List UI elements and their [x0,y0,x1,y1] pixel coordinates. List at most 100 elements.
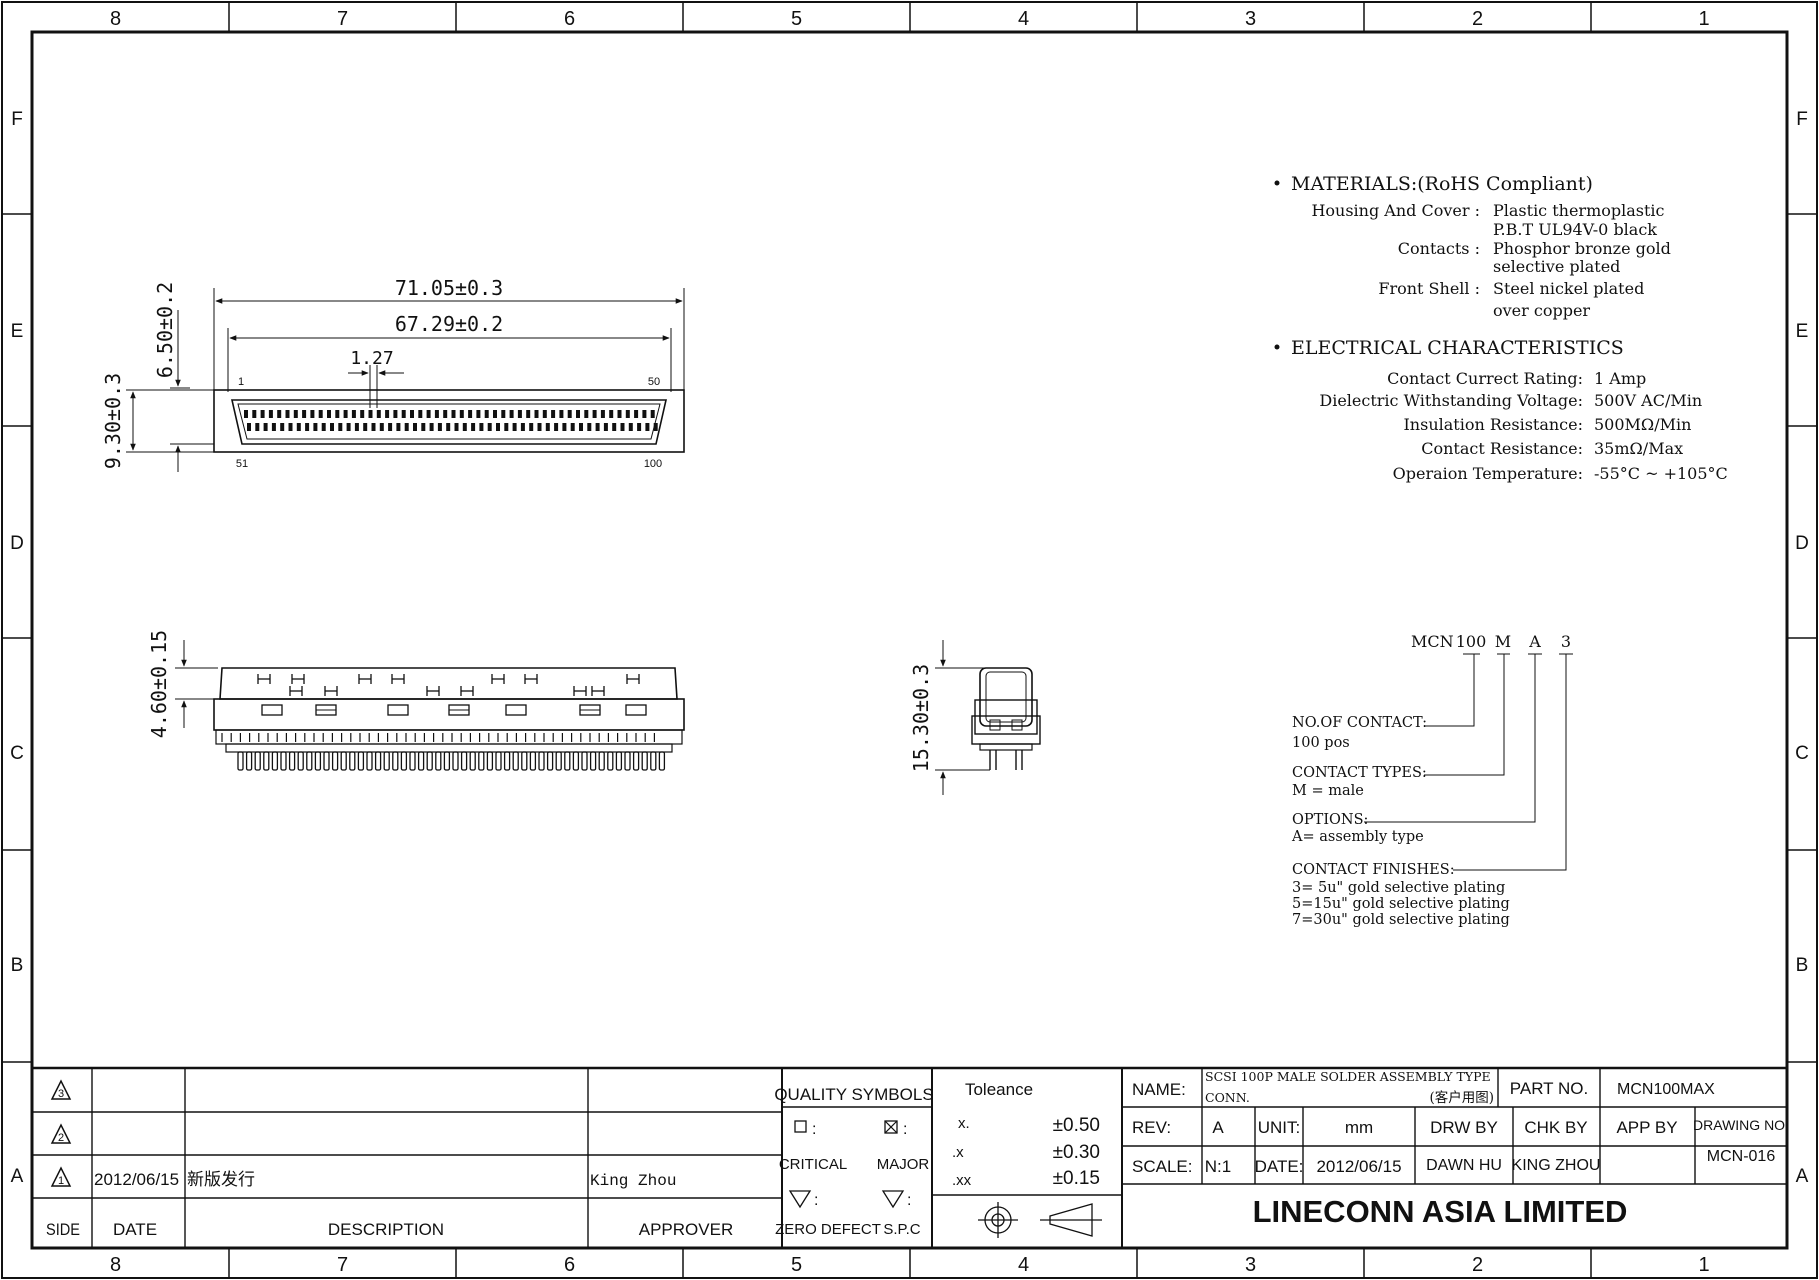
contact-pin [255,423,260,431]
contact-pin [592,410,597,418]
contact-pin [302,410,307,418]
contact-pin [280,423,285,431]
column-label-bottom: 2 [1472,1254,1483,1276]
name-label: NAME: [1132,1080,1186,1099]
part-no-value: MCN100MAX [1617,1081,1715,1098]
scale-value: N:1 [1205,1157,1231,1176]
pin-label-51: 51 [236,458,248,470]
row-label-left: A [11,1166,24,1187]
column-label-bottom: 8 [110,1254,121,1276]
contact-pin [421,423,426,431]
latch-mark [426,686,440,696]
contact-pin [305,423,310,431]
part-code-prefix: MCN [1411,632,1454,651]
svg-text:1: 1 [58,1175,64,1187]
solder-tail [435,751,442,771]
latch-mark [491,674,505,684]
row-label-right: C [1795,743,1809,764]
row-label-right: B [1796,955,1809,976]
unit-label: UNIT: [1258,1118,1301,1137]
contact-pin [271,423,276,431]
contact-pin [330,423,334,431]
shell-slot [261,704,283,716]
contact-pin [628,423,633,431]
elec-value-voltage: 500V AC/Min [1594,391,1702,410]
tol-value-2: ±0.15 [1053,1168,1100,1189]
contact-pin [285,410,290,418]
drawing-no-value: MCN-016 [1707,1148,1776,1165]
contact-pin [642,410,647,418]
electrical-section: ELECTRICAL CHARACTERISTICS Contact Curre… [1274,337,1728,483]
contact-pin [293,410,298,418]
solder-tail [632,751,640,771]
latch-mark [626,674,640,684]
solder-tail [572,751,580,771]
contact-pin [542,410,547,418]
contact-pin [570,423,575,431]
solder-tail [323,751,330,771]
contact-pin [404,423,409,431]
contact-pin [612,423,617,431]
solder-tail [624,751,631,771]
code-group-finish-line-3: 7=30u" gold selective plating [1292,912,1510,928]
contact-pin [637,423,642,431]
critical-label: CRITICAL [779,1156,847,1173]
contact-pin [252,410,257,418]
contact-pin [487,423,492,431]
contact-pin [268,410,273,418]
contact-pin [260,410,265,418]
elec-label-temperature: Operaion Temperature: [1393,464,1583,483]
spc-triangle-icon [881,1190,905,1209]
tol-label-0: x. [958,1115,970,1132]
shell-slot [448,704,470,716]
contact-pin [443,410,448,418]
contact-pin [434,410,439,418]
rev-header-date: DATE [113,1220,157,1239]
row-label-left: C [10,743,24,764]
contact-pin [493,410,497,418]
contact-pin [313,423,318,431]
contact-pin [354,423,359,431]
quality-symbols: QUALITY SYMBOLS : : CRITICAL MAJOR : : Z… [774,1085,933,1238]
column-label-bottom: 4 [1018,1254,1029,1276]
row-label-right: D [1795,533,1809,554]
major-label: MAJOR [877,1156,930,1173]
solder-tail [366,751,373,771]
shell-slot [315,704,337,716]
solder-tail [357,751,365,771]
solder-tail [392,751,399,771]
elec-label-voltage: Dielectric Withstanding Voltage: [1319,391,1583,410]
revision-triangle-icon: 2 [50,1123,72,1144]
solder-tail [383,751,390,771]
solder-tail [650,751,657,771]
contact-pin [277,410,282,418]
contact-pin [393,410,398,418]
shell-slot [387,704,409,716]
scale-label: SCALE: [1132,1157,1192,1176]
dim-inner-width: 67.29±0.2 [395,312,503,336]
solder-tail [658,751,666,771]
row-label-right: E [1796,321,1809,342]
material-value-housing: Plastic thermoplastic [1493,201,1665,220]
name-note: (客户用图) [1429,1089,1494,1106]
contact-pin [360,410,365,418]
name-value-line-1: SCSI 100P MALE SOLDER ASSEMBLY TYPE [1205,1069,1491,1084]
contact-pin [634,410,639,418]
contact-pin [471,423,476,431]
row-label-right: A [1796,1166,1809,1187]
contact-pin [437,423,442,431]
tol-label-2: .xx [952,1172,972,1189]
latch-mark [291,674,305,684]
contact-pin [529,423,534,431]
contact-pin [600,410,605,418]
code-group-type-title: CONTACT TYPES: [1292,765,1427,781]
contact-pin [501,410,506,418]
title-block: NAME: SCSI 100P MALE SOLDER ASSEMBLY TYP… [1132,1069,1789,1229]
latch-mark [391,674,405,684]
solder-tail [314,751,322,771]
revision-table: 321 2012/06/15 新版发行 King Zhou SIDE DATE … [46,1079,733,1239]
column-label-top: 6 [564,8,575,30]
contact-pin [468,410,473,418]
